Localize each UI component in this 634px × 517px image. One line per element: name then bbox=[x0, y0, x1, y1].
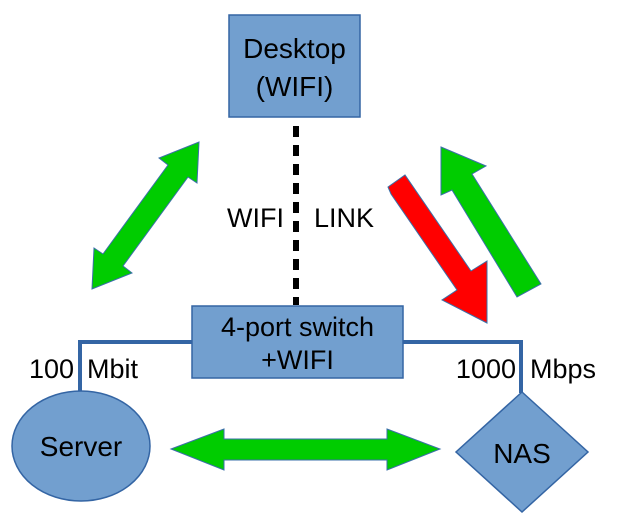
switch-label-line1: 4-port switch bbox=[221, 312, 374, 342]
server-link-line bbox=[78, 340, 193, 392]
desktop-to-nas-red-arrow bbox=[387, 174, 488, 324]
server-label: Server bbox=[40, 431, 122, 462]
desktop-server-double-arrow bbox=[91, 141, 200, 290]
switch-label-line2: +WIFI bbox=[261, 345, 334, 375]
nas-speed-value: 1000 bbox=[456, 354, 516, 384]
nas-node: NAS bbox=[454, 390, 590, 514]
desktop-label-line1: Desktop bbox=[243, 33, 346, 64]
server-speed-value: 100 bbox=[29, 354, 74, 384]
switch-node: 4-port switch +WIFI bbox=[191, 305, 404, 379]
nas-to-desktop-green-arrow bbox=[440, 146, 542, 298]
desktop-node: Desktop (WIFI) bbox=[228, 14, 361, 118]
server-node: Server bbox=[11, 390, 151, 502]
desktop-label-line2: (WIFI) bbox=[256, 71, 334, 102]
server-nas-double-arrow bbox=[169, 428, 442, 471]
nas-link-line bbox=[402, 340, 523, 393]
wifi-label: WIFI bbox=[227, 203, 284, 233]
nas-label: NAS bbox=[493, 438, 551, 469]
link-label: LINK bbox=[314, 203, 374, 233]
server-speed-unit: Mbit bbox=[87, 354, 139, 384]
nas-speed-unit: Mbps bbox=[530, 354, 596, 384]
